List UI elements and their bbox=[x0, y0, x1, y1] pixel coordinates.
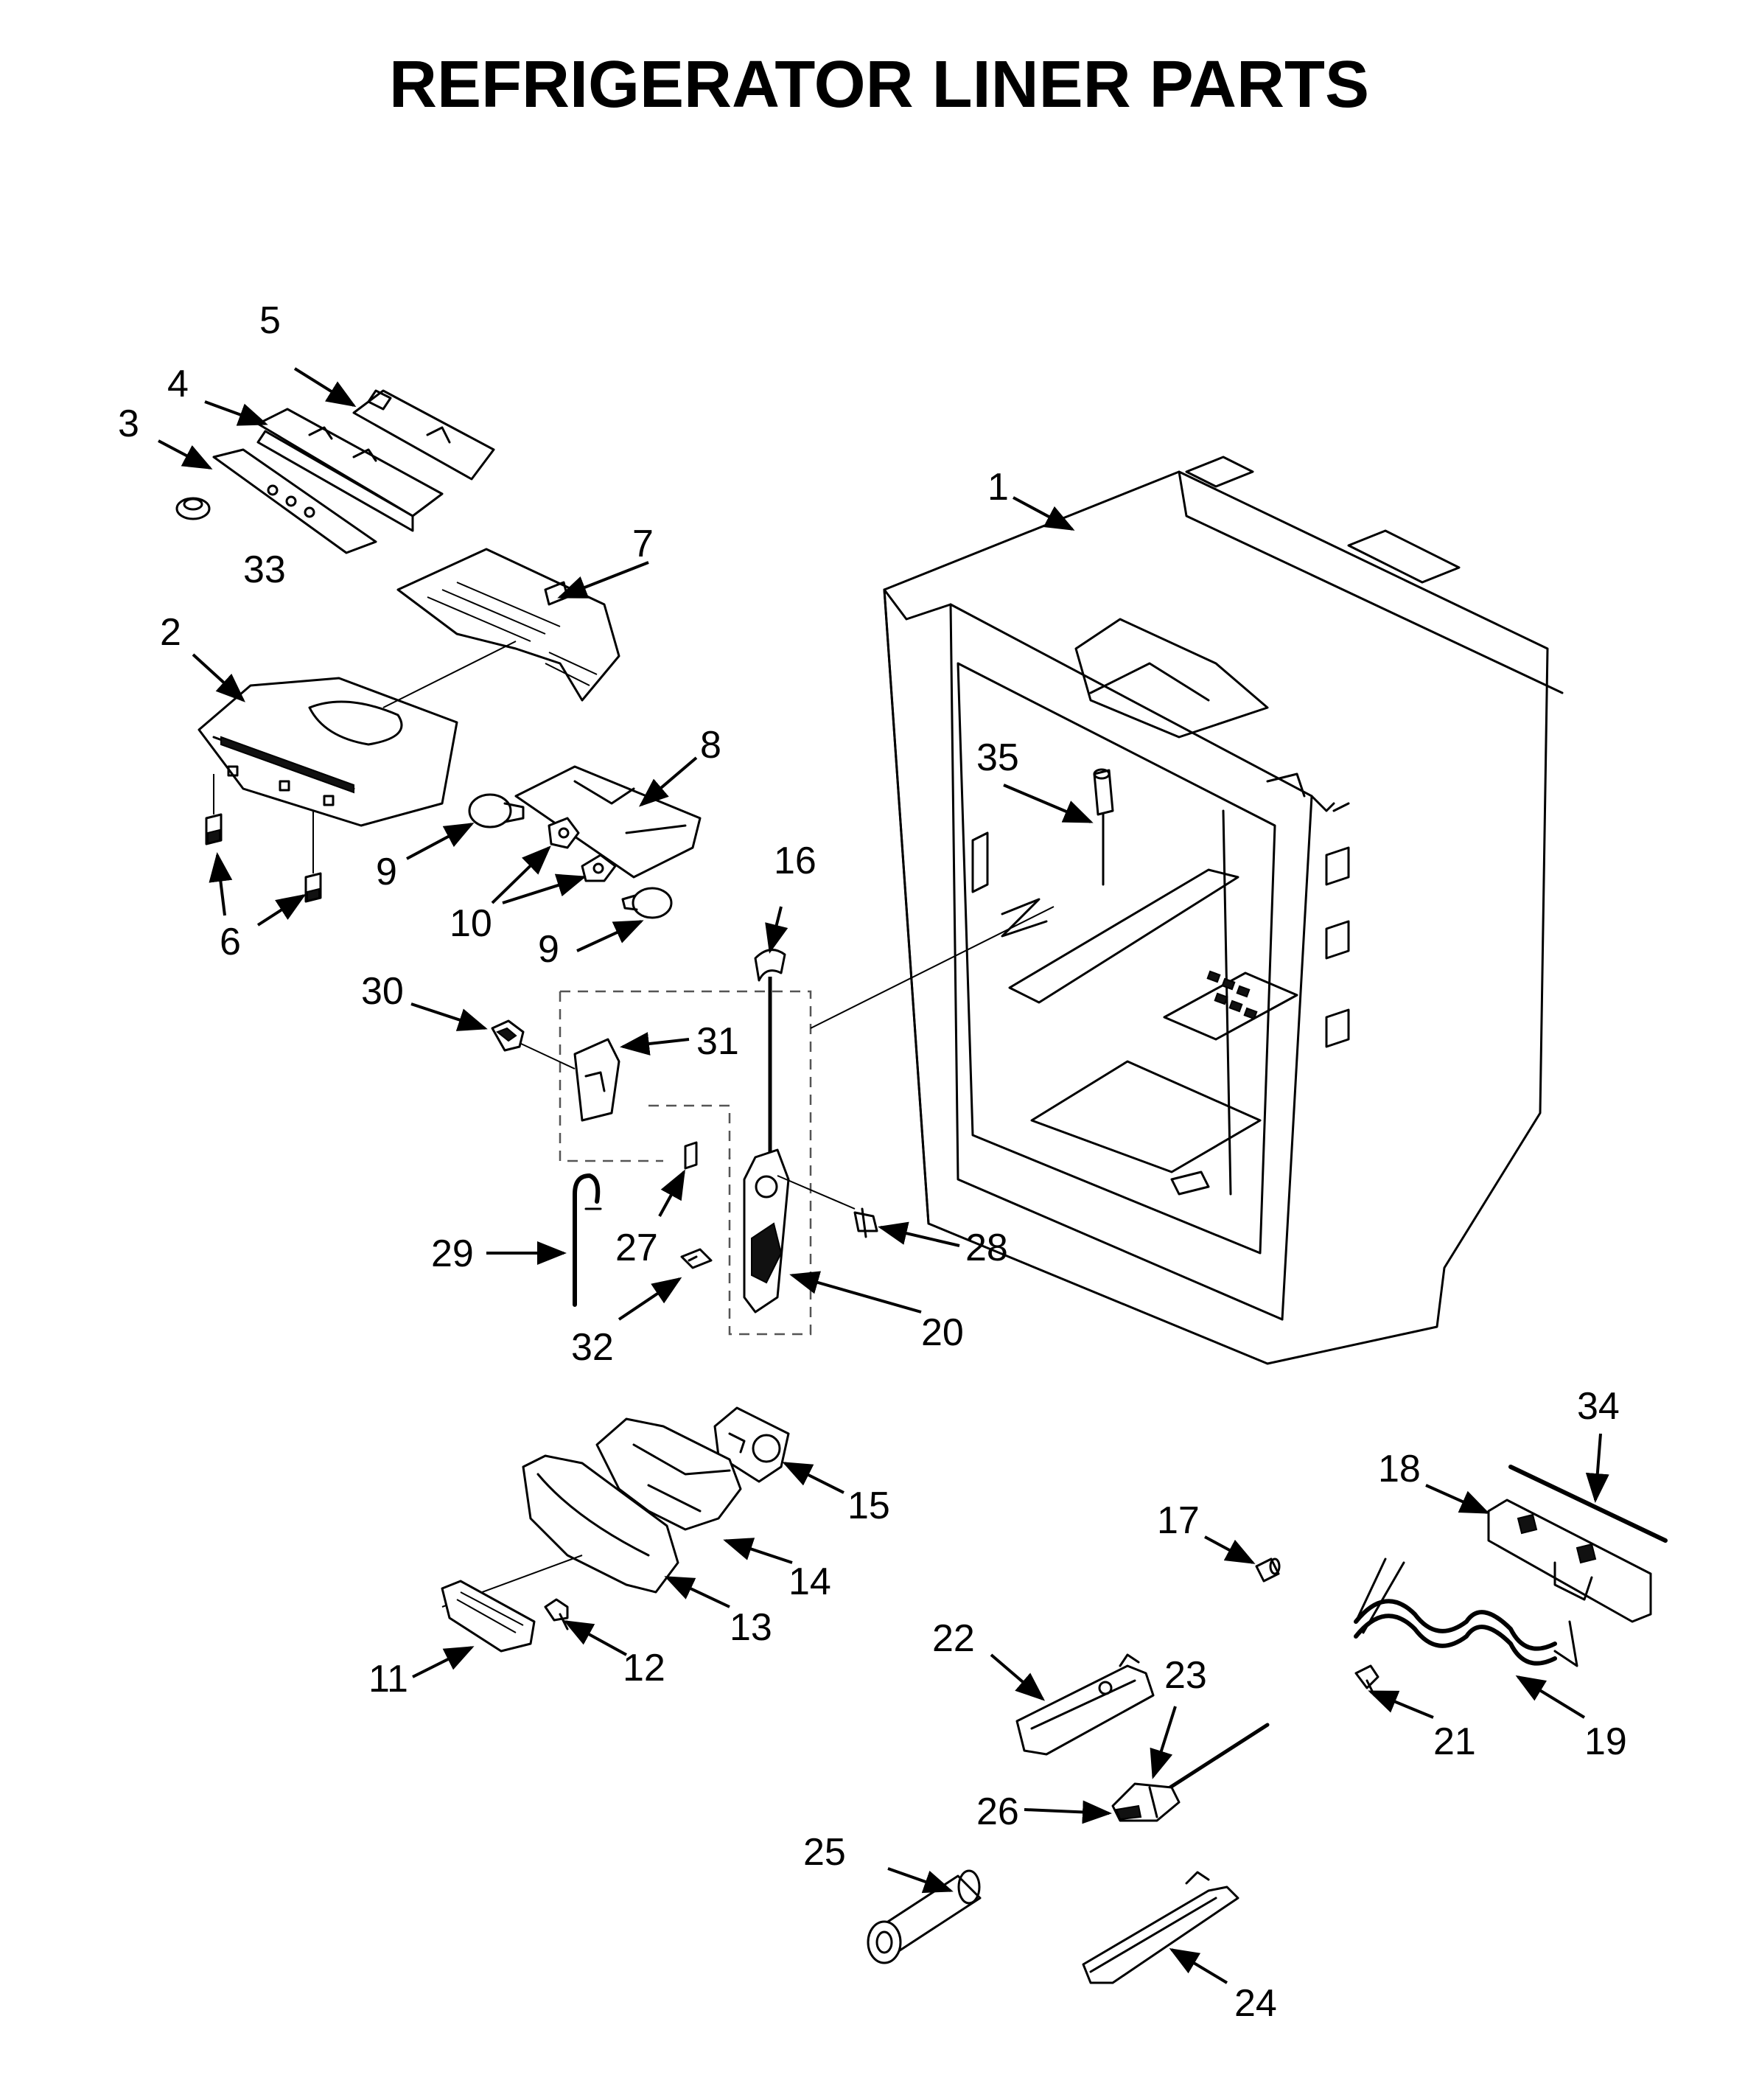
callout-21: 21 bbox=[1433, 1720, 1476, 1763]
callout-22: 22 bbox=[932, 1617, 975, 1660]
callout-23: 23 bbox=[1164, 1654, 1207, 1697]
part-4-ui-housing bbox=[256, 408, 444, 532]
part-17-fitting bbox=[1255, 1557, 1281, 1583]
callout-7: 7 bbox=[632, 523, 654, 565]
part-33-knob bbox=[175, 497, 211, 520]
part-28-screw bbox=[853, 1207, 878, 1238]
leader-line-7 bbox=[382, 641, 517, 708]
part-21-screw bbox=[1354, 1664, 1379, 1697]
part-6-clip-upper bbox=[205, 813, 223, 845]
callout-arrows bbox=[158, 367, 1609, 1984]
part-25-filter bbox=[867, 1869, 982, 1964]
part-6-clip-lower bbox=[304, 872, 322, 903]
part-30-switch bbox=[491, 1019, 525, 1052]
part-26-sensor bbox=[1111, 1782, 1181, 1822]
callout-11: 11 bbox=[368, 1658, 408, 1700]
callout-1: 1 bbox=[987, 466, 1009, 509]
callout-15: 15 bbox=[847, 1485, 890, 1527]
callout-13: 13 bbox=[730, 1606, 772, 1649]
callout-28: 28 bbox=[965, 1227, 1008, 1269]
part-8-lamp-housing bbox=[514, 765, 702, 879]
part-10-socket-upper bbox=[548, 817, 580, 849]
diagram-title: REFRIGERATOR LINER PARTS bbox=[389, 48, 1369, 122]
callout-16: 16 bbox=[774, 840, 816, 882]
leader-line-1 bbox=[810, 906, 1055, 1029]
part-24-bracket bbox=[1082, 1871, 1239, 1984]
callout-4: 4 bbox=[167, 363, 189, 405]
part-9-bulb-lower bbox=[621, 887, 673, 919]
part-16-gasket bbox=[754, 949, 786, 982]
callout-25: 25 bbox=[803, 1831, 846, 1874]
part-15-module bbox=[713, 1406, 790, 1483]
assembly-box-outer bbox=[560, 990, 812, 1336]
callout-9a: 9 bbox=[376, 851, 397, 893]
callout-14: 14 bbox=[788, 1560, 831, 1603]
callout-labels: 1 2 3 4 5 6 7 8 9 9 10 11 12 13 14 15 16… bbox=[118, 299, 1627, 2025]
part-31-bracket bbox=[573, 1038, 620, 1122]
callout-30: 30 bbox=[361, 970, 404, 1013]
leader-line-30 bbox=[519, 1042, 576, 1070]
part-2-housing-tray bbox=[197, 677, 458, 827]
assembly-box-27 bbox=[648, 1104, 731, 1165]
part-29-tube bbox=[573, 1173, 602, 1307]
part-18-bracket bbox=[1487, 1499, 1652, 1623]
part-22-bracket bbox=[1015, 1653, 1155, 1756]
callout-17: 17 bbox=[1157, 1499, 1200, 1542]
part-27-clip bbox=[684, 1141, 698, 1170]
callout-35: 35 bbox=[976, 736, 1019, 779]
callout-18: 18 bbox=[1378, 1448, 1421, 1490]
part-20-dispenser-housing bbox=[743, 1148, 790, 1314]
callout-31: 31 bbox=[696, 1020, 739, 1063]
callout-19: 19 bbox=[1584, 1720, 1627, 1763]
callout-26: 26 bbox=[976, 1790, 1019, 1833]
callout-20: 20 bbox=[921, 1311, 964, 1354]
callout-9b: 9 bbox=[538, 928, 559, 971]
assembly-box-31 bbox=[559, 991, 663, 1162]
callout-24: 24 bbox=[1234, 1982, 1277, 2025]
part-7-vent-cover bbox=[396, 548, 620, 702]
leader-line-28 bbox=[777, 1175, 856, 1210]
callout-3: 3 bbox=[118, 402, 139, 445]
callout-8: 8 bbox=[700, 724, 721, 767]
part-23-wire bbox=[1162, 1723, 1270, 1793]
part-3-overlay bbox=[212, 448, 377, 554]
callout-6: 6 bbox=[220, 921, 241, 963]
part-32-clip bbox=[680, 1248, 713, 1269]
part-19-heater-coil bbox=[1354, 1557, 1578, 1667]
callout-5: 5 bbox=[259, 299, 281, 342]
part-34-rod bbox=[1508, 1465, 1668, 1543]
callout-27: 27 bbox=[615, 1227, 658, 1269]
part-11-trim bbox=[441, 1580, 536, 1653]
part-5-control-board bbox=[352, 389, 495, 481]
callout-12: 12 bbox=[623, 1647, 665, 1689]
callout-34: 34 bbox=[1577, 1385, 1620, 1428]
part-35-probe bbox=[1093, 768, 1114, 886]
callout-10: 10 bbox=[450, 902, 492, 945]
callout-33: 33 bbox=[243, 548, 286, 591]
callout-2: 2 bbox=[160, 611, 181, 654]
part-1-liner bbox=[883, 456, 1564, 1365]
part-9-bulb-upper bbox=[468, 793, 525, 829]
callout-29: 29 bbox=[431, 1232, 474, 1275]
part-12-screw bbox=[544, 1598, 569, 1630]
callout-32: 32 bbox=[571, 1326, 614, 1369]
